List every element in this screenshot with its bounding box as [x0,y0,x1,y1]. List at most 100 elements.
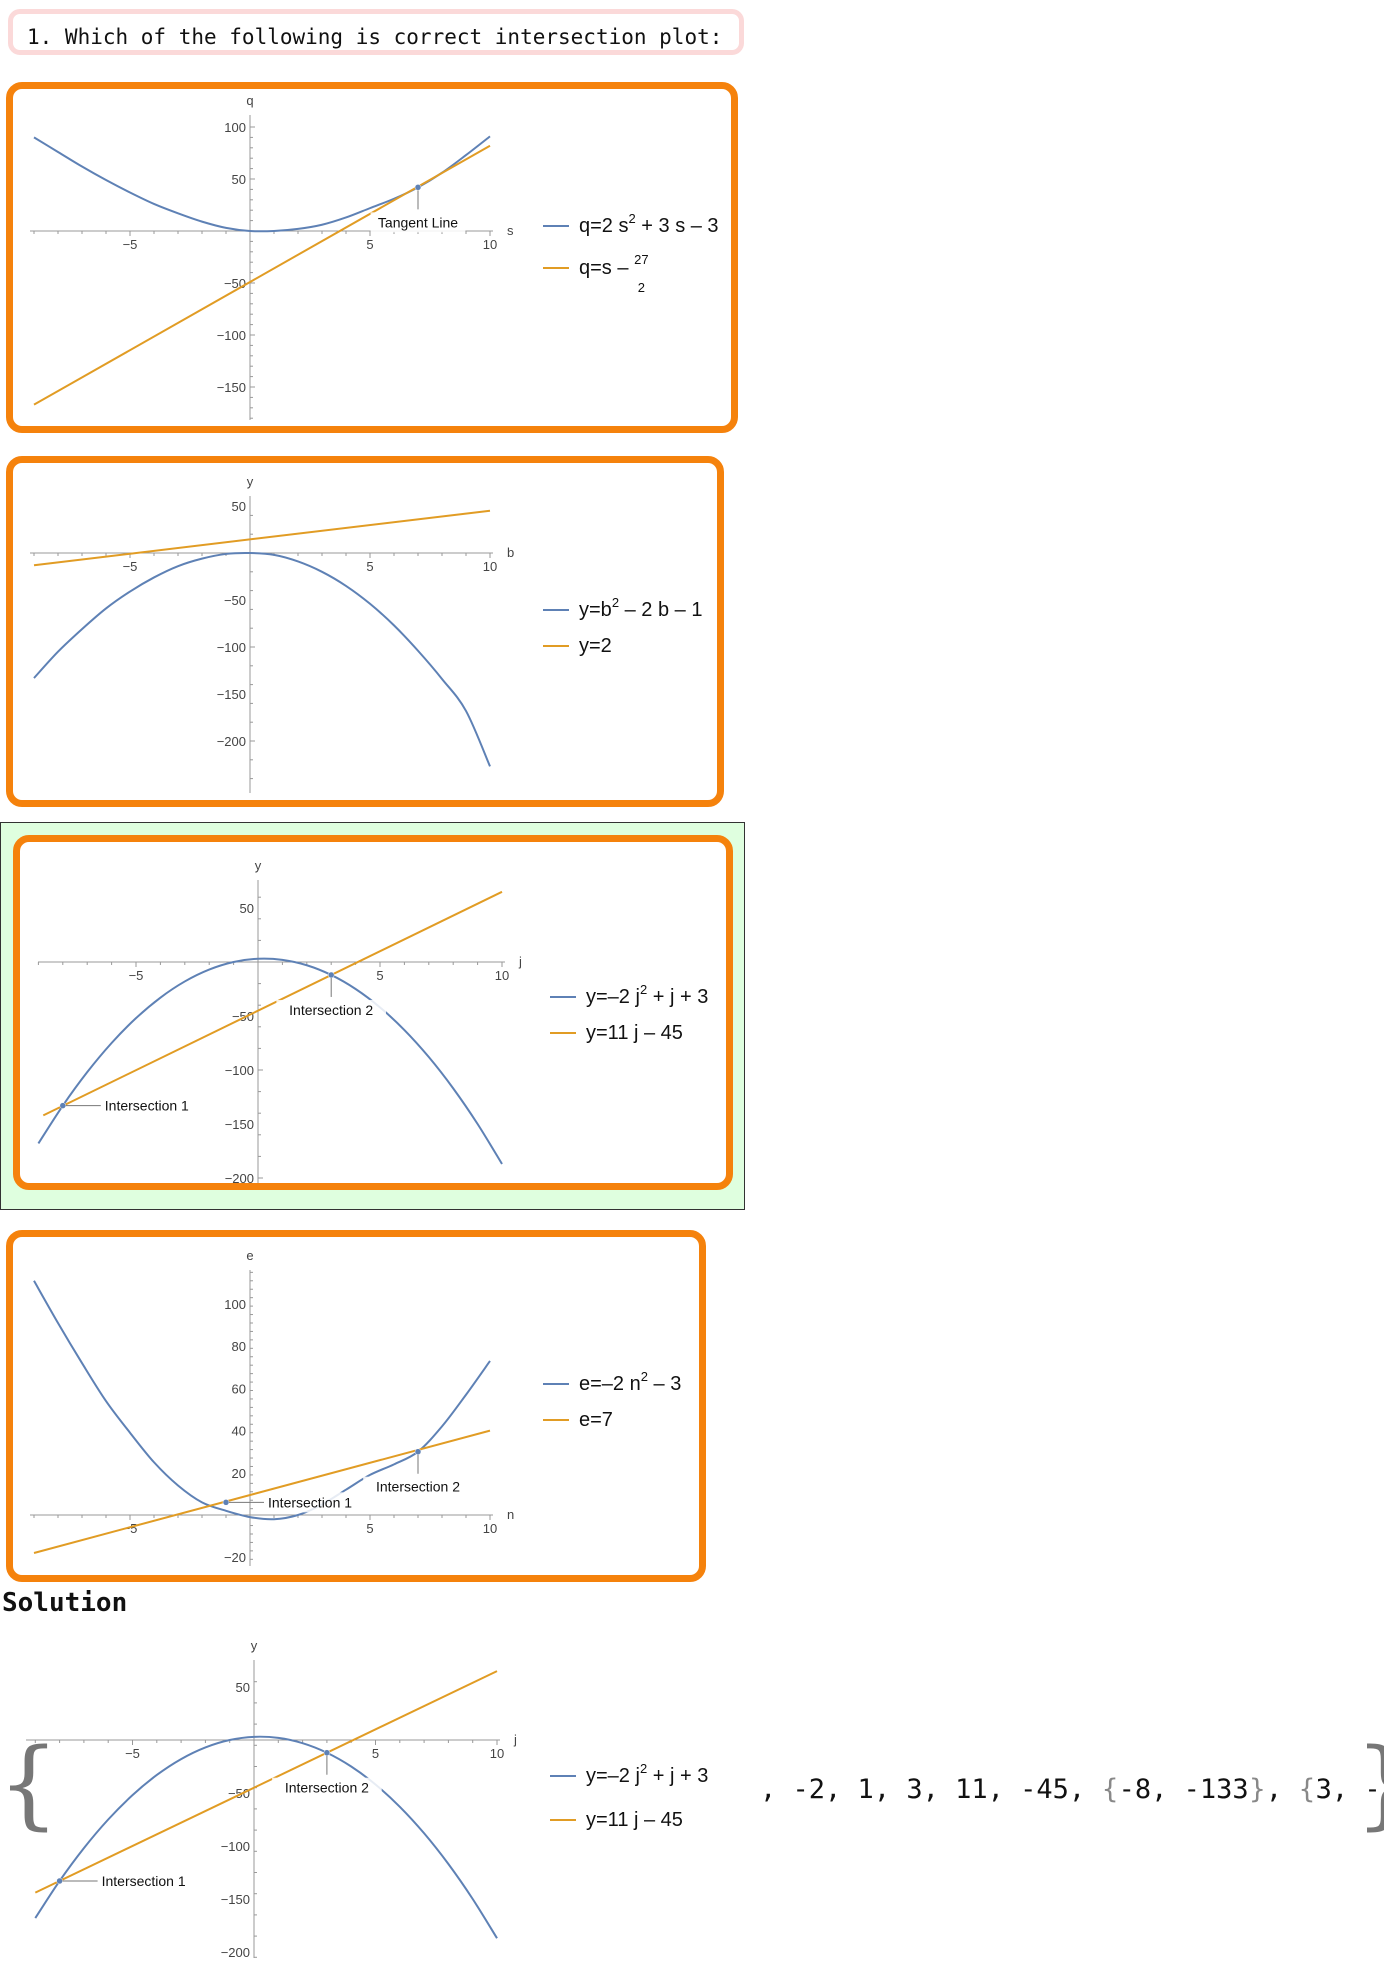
chart-3-y-tick-label: 80 [232,1339,246,1354]
chart-2-y-tick-label: −200 [225,1171,254,1186]
option-4[interactable] [6,1230,706,1582]
chart-0-annotation-bg-0 [370,212,466,233]
solution-close-brace: } [1355,1736,1384,1832]
chart-2-point-0 [59,1102,67,1109]
chart-0-legend-frac-den: 2 [638,280,645,295]
chart-3-y-tick-label: 100 [224,1297,246,1312]
chart-3-annotation-0: Intersection 1 [268,1494,352,1510]
chart-0-x-axis-label: s [507,223,514,238]
chart-4-y-tick-label: 50 [236,1680,250,1695]
chart-4-y-tick-label: −200 [221,1945,250,1960]
chart-0-point-0 [414,184,422,191]
coef-a: -2 [792,1774,826,1805]
chart-1-x-tick-label: 5 [366,559,373,574]
option-1[interactable] [6,82,738,433]
chart-3-x-tick-label: 5 [366,1521,373,1536]
chart-2-y-axis-label: y [255,858,262,873]
chart-0-x-tick-label: 5 [366,237,373,252]
chart-3-legend-label-1: e=7 [579,1409,613,1431]
chart-0-y-tick-label: −150 [217,380,246,395]
chart-0-x-tick-label: −5 [123,237,138,252]
chart-3-legend-label-0: e=–2 n2 – 3 [579,1369,681,1395]
point1-x: -8 [1118,1774,1152,1805]
chart-4-legend-label-0: y=–2 j2 + j + 3 [586,1761,708,1787]
chart-2-legend-label-0: y=–2 j2 + j + 3 [586,982,708,1008]
chart-4-series-1-line [34,1670,498,1894]
chart-3-series-1-line [33,1429,491,1554]
chart-1-y-tick-label: −100 [217,640,246,655]
chart-3-annotation-bg-1 [363,1476,473,1497]
chart-2-annotation-0: Intersection 1 [105,1098,189,1114]
chart-4-x-tick-label: 5 [372,1746,379,1761]
chart-4-annotation-1: Intersection 2 [285,1780,369,1796]
chart-1-y-tick-label: −50 [224,593,246,608]
chart-3-point-1 [414,1448,422,1455]
chart-2-x-tick-label: 10 [495,968,509,983]
chart-2-y-tick-label: −100 [225,1063,254,1078]
chart-1-y-tick-label: 50 [232,499,246,514]
chart-4-y-tick-label: −100 [221,1839,250,1854]
chart-2-point-1 [327,971,335,979]
chart-1-series-0-line [33,551,491,767]
chart-0-legend-label-1: q=s – [579,257,629,279]
chart-4-y-tick-label: −150 [221,1892,250,1907]
chart-2-x-tick-label: −5 [129,968,144,983]
chart-0-y-tick-label: −100 [217,328,246,343]
chart-4-series-0-line [34,1735,498,1939]
chart-2-annotation-1: Intersection 2 [289,1002,373,1018]
chart-3-y-axis-label: e [246,1248,253,1263]
chart-0-legend-frac-num: 27 [634,252,648,267]
chart-4-annotation-bg-0 [98,1870,209,1891]
chart-0-y-tick-label: −50 [224,276,246,291]
chart-0-series-1-line [33,144,491,406]
chart-1-y-tick-label: −150 [217,687,246,702]
chart-2-legend-label-1: y=11 j – 45 [586,1022,683,1044]
chart-1-x-axis-label: b [507,545,514,560]
chart-3-y-tick-label: 20 [232,1466,246,1481]
coef-b: 1 [857,1774,874,1805]
solution-title: Solution [2,1588,128,1618]
point1-y: -133 [1183,1774,1249,1805]
chart-4-annotation-bg-1 [272,1777,382,1798]
chart-3-y-tick-label: 40 [232,1424,246,1439]
chart-4-y-axis-label: y [251,1638,258,1653]
chart-4-annotation-0: Intersection 1 [102,1873,186,1889]
solution-values: , -2, 1, 3, 11, -45, {-8, -133}, {3, -12… [760,1774,1384,1805]
chart-0-y-tick-label: 50 [232,172,246,187]
chart-4-x-tick-label: −5 [125,1746,140,1761]
chart-4-x-axis-label: j [513,1732,517,1747]
coef-k: -45 [1020,1774,1069,1805]
chart-1-legend-label-1: y=2 [579,635,612,657]
chart-2-y-tick-label: 50 [240,901,254,916]
chart-2-x-axis-label: j [518,954,522,969]
coef-m: 11 [955,1774,988,1805]
chart-2-x-tick-label: 5 [376,968,383,983]
chart-4-point-0 [56,1877,63,1885]
chart-3-x-tick-label: 10 [483,1521,497,1536]
chart-1-legend-label-0: y=b2 – 2 b – 1 [579,595,702,621]
point2-x: 3 [1315,1774,1332,1805]
coef-c: 3 [906,1774,923,1805]
solution-open-brace: { [0,1728,60,1840]
point2-y: -12 [1364,1774,1384,1805]
chart-3-point-0 [222,1499,230,1506]
chart-3-x-axis-label: n [507,1507,514,1522]
chart-2-y-tick-label: −150 [225,1117,254,1132]
chart-3-x-tick-label: −5 [123,1521,138,1536]
chart-2-annotation-bg-1 [276,999,386,1020]
chart-0-x-tick-label: 10 [483,237,497,252]
chart-0-y-tick-label: 100 [224,120,246,135]
chart-0-annotation-0: Tangent Line [378,214,458,230]
option-2[interactable] [6,456,724,807]
chart-1-x-tick-label: 10 [483,559,497,574]
chart-3-annotation-1: Intersection 2 [376,1479,460,1495]
chart-0-y-axis-label: q [246,93,253,108]
chart-0-legend-label-0: q=2 s2 + 3 s – 3 [579,211,719,237]
chart-2-series-1-line [42,890,503,1117]
chart-1-y-tick-label: −200 [217,734,246,749]
question-box: 1. Which of the following is correct int… [8,9,744,55]
chart-1-x-tick-label: −5 [123,559,138,574]
chart-1-y-axis-label: y [247,474,254,489]
chart-3-y-tick-label: −20 [224,1550,246,1565]
